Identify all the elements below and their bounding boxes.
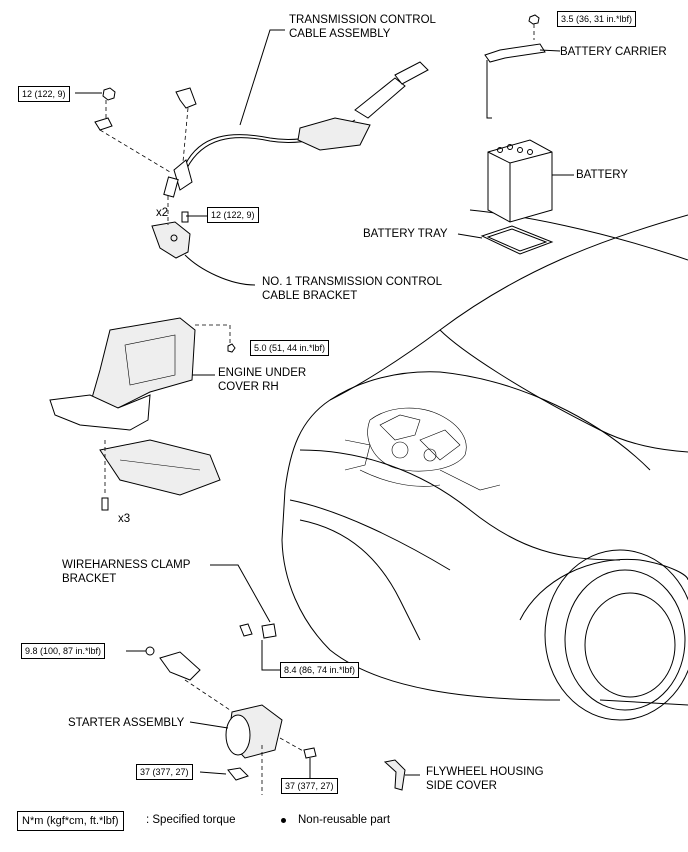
torque-cable-nut: 12 (122, 9) bbox=[18, 86, 70, 102]
label-starter: STARTER ASSEMBLY bbox=[68, 717, 185, 729]
wireharness-bracket-drawing bbox=[210, 564, 280, 671]
flywheel-cover-drawing bbox=[383, 759, 420, 791]
legend-nonreusable-desc: Non-reusable part bbox=[298, 814, 391, 826]
starter-drawing bbox=[126, 646, 317, 795]
vehicle-outline bbox=[281, 209, 688, 721]
engine-under-cover-drawing bbox=[49, 317, 236, 511]
torque-under-cover: 5.0 (51, 44 in.*lbf) bbox=[250, 340, 330, 356]
transmission-cable-drawing bbox=[163, 29, 429, 198]
qty-cable-bolts: x2 bbox=[156, 207, 169, 219]
legend-unit-desc: : Specified torque bbox=[146, 814, 236, 826]
legend-unit-box: N*m (kgf*cm, ft.*lbf) bbox=[17, 811, 124, 831]
qty-under-cover-bolts: x3 bbox=[118, 513, 131, 525]
label-engine-under-cover: ENGINE UNDER COVER RH bbox=[218, 367, 307, 393]
torque-starter-bolt-left: 37 (377, 27) bbox=[136, 764, 193, 780]
cable-nut-drawing bbox=[75, 87, 189, 173]
torque-battery-carrier: 3.5 (36, 31 in.*lbf) bbox=[557, 11, 637, 27]
label-flywheel-cover: FLYWHEEL HOUSING SIDE COVER bbox=[426, 766, 544, 792]
torque-starter-top: 9.8 (100, 87 in.*lbf) bbox=[21, 643, 106, 659]
label-battery-tray: BATTERY TRAY bbox=[363, 228, 448, 240]
label-battery: BATTERY bbox=[576, 169, 628, 181]
battery-carrier-drawing bbox=[484, 14, 561, 119]
cable-bracket-drawing bbox=[151, 196, 256, 286]
label-transmission-cable: TRANSMISSION CONTROL CABLE ASSEMBLY bbox=[289, 14, 436, 40]
battery-tray-drawing bbox=[457, 225, 554, 255]
torque-wireharness: 8.4 (86, 74 in.*lbf) bbox=[280, 662, 360, 678]
battery-drawing bbox=[487, 139, 574, 223]
label-wireharness-bracket: WIREHARNESS CLAMP BRACKET bbox=[62, 559, 191, 585]
nonreusable-bullet-icon bbox=[281, 818, 286, 823]
label-battery-carrier: BATTERY CARRIER bbox=[560, 46, 667, 58]
torque-cable-bracket-bolt: 12 (122, 9) bbox=[207, 207, 259, 223]
torque-starter-bolt-right: 37 (377, 27) bbox=[281, 778, 338, 794]
label-cable-bracket: NO. 1 TRANSMISSION CONTROL CABLE BRACKET bbox=[262, 276, 442, 302]
